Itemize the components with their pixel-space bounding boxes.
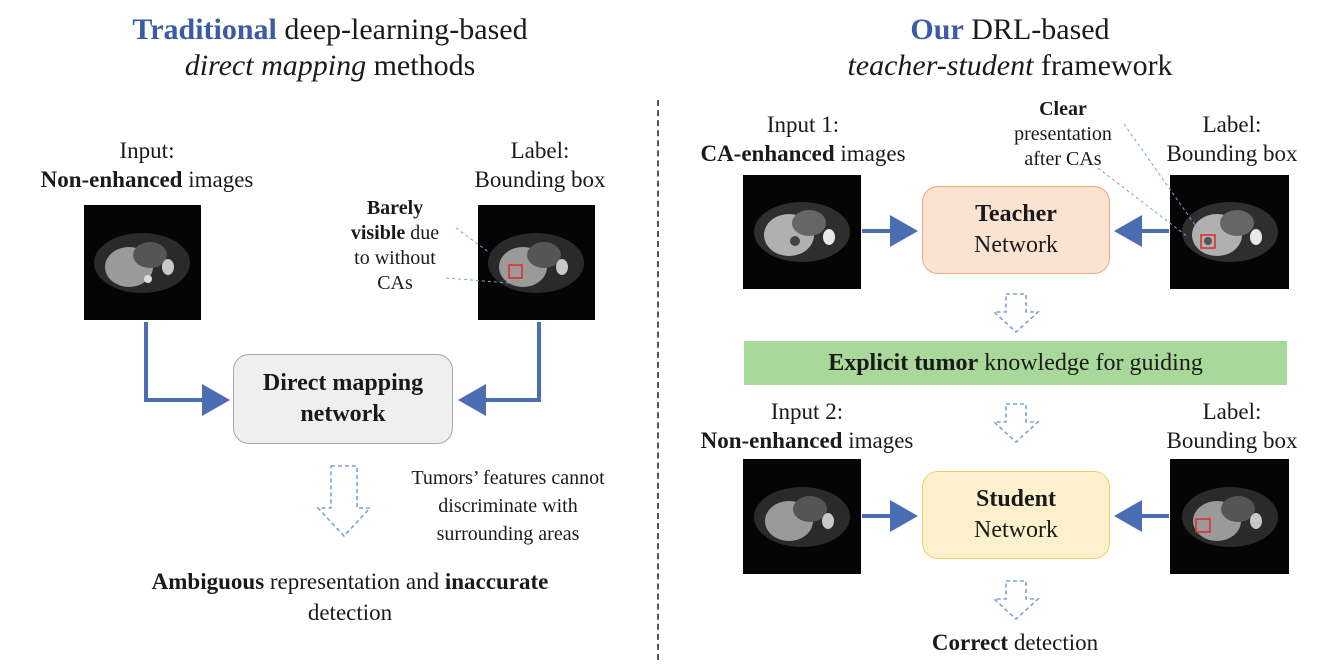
right-title-line2-rest: framework [1040, 49, 1173, 82]
student-rest: Network [974, 517, 1058, 543]
panel-divider [657, 100, 659, 660]
left-label-caption: Label: Bounding box [430, 136, 650, 194]
teacher-bold: Teacher [975, 201, 1057, 227]
teacher-rest: Network [974, 232, 1058, 258]
features-line2: discriminate with [438, 495, 578, 517]
band-rest: knowledge for guiding [984, 349, 1203, 376]
direct-mapping-line2: network [300, 401, 386, 427]
student-down-hollow-arrow [991, 580, 1041, 621]
left-input-caption: Input: Non-enhanced images [2, 136, 292, 194]
input1-line1: Input 1: [766, 112, 840, 137]
teacher-label-scan-image [1170, 175, 1289, 289]
label2-caption: Label: Bounding box [1140, 397, 1324, 455]
direct-mapping-network-box: Direct mapping network [233, 354, 453, 444]
note-rest2: due [410, 222, 440, 244]
input-to-mapping-arrow [144, 322, 230, 416]
note-line3: to without [354, 247, 436, 269]
clear-presentation-note: Clear presentation after CAs [1000, 97, 1126, 172]
input1-bold: CA-enhanced [700, 141, 835, 166]
student-bold: Student [975, 486, 1057, 512]
input1-caption: Input 1: CA-enhanced images [668, 110, 938, 168]
student-label-scan-image [1170, 459, 1289, 574]
right-result: Correct detection [840, 628, 1190, 657]
label2-line1: Label: [1202, 399, 1262, 424]
input2-bold: Non-enhanced [700, 428, 843, 453]
label1-line2: Bounding box [1166, 141, 1298, 166]
student-network-box: Student Network [922, 471, 1110, 559]
left-result-bold1: Ambiguous [151, 569, 265, 594]
clear-pointer-line2 [1097, 167, 1189, 238]
right-result-bold: Correct [931, 630, 1009, 655]
note-pointer-line1 [455, 227, 491, 254]
teacher-network-box: Teacher Network [922, 186, 1110, 274]
label1-caption: Label: Bounding box [1140, 110, 1324, 168]
band-down-hollow-arrow [991, 403, 1041, 444]
teacher-down-hollow-arrow [991, 293, 1041, 334]
left-result-mid: representation and [269, 569, 440, 594]
non-enhanced-scan-image-2 [743, 459, 861, 574]
direct-mapping-line1: Direct mapping [262, 370, 424, 396]
features-line1: Tumors’ features cannot [411, 467, 605, 489]
label1-line1: Label: [1202, 112, 1262, 137]
note-bold1: Barely [366, 197, 424, 219]
right-title-italic: teacher-student [847, 49, 1034, 82]
left-result: Ambiguous representation and inaccurate … [70, 566, 630, 628]
band-bold: Explicit tumor [828, 349, 979, 376]
features-note: Tumors’ features cannot discriminate wit… [378, 464, 638, 548]
non-enhanced-scan-image [84, 205, 201, 320]
right-title-rest: DRL-based [971, 13, 1110, 46]
input2-rest: images [848, 428, 914, 453]
note-bold2: visible [350, 222, 406, 244]
left-title-rest: deep-learning-based [284, 13, 528, 46]
input2-line1: Input 2: [770, 399, 844, 424]
left-result-line2: detection [307, 600, 393, 625]
left-title-accent: Traditional [132, 13, 277, 46]
ca-enhanced-scan-image [743, 175, 861, 289]
left-title: Traditional deep-learning-based direct m… [20, 12, 640, 84]
clear-pointer-line1 [1123, 123, 1201, 233]
note-line4: CAs [377, 272, 413, 294]
note-pointer-line2 [445, 277, 510, 284]
input2-caption: Input 2: Non-enhanced images [668, 397, 946, 455]
left-label-scan-image [478, 205, 595, 320]
right-title: Our DRL-based teacher-student framework [700, 12, 1320, 84]
left-input-rest: images [188, 167, 254, 192]
left-input-bold: Non-enhanced [40, 167, 183, 192]
left-input-line1: Input: [119, 138, 175, 163]
clear-line2: presentation [1014, 123, 1112, 145]
right-title-accent: Our [910, 13, 964, 46]
features-line3: surrounding areas [436, 523, 580, 545]
left-label-line2: Bounding box [474, 167, 606, 192]
clear-line3: after CAs [1024, 148, 1102, 170]
left-result-bold2: inaccurate [444, 569, 549, 594]
label-to-mapping-arrow [458, 322, 541, 416]
right-result-rest: detection [1013, 630, 1099, 655]
barely-visible-note: Barely visible due to without CAs [325, 196, 465, 296]
left-title-line2-rest: methods [373, 49, 476, 82]
left-down-hollow-arrow [316, 465, 372, 538]
clear-bold: Clear [1039, 98, 1087, 120]
input1-rest: images [840, 141, 906, 166]
explicit-tumor-knowledge-band: Explicit tumor knowledge for guiding [744, 341, 1287, 385]
left-title-italic: direct mapping [184, 49, 367, 82]
left-label-line1: Label: [510, 138, 570, 163]
label2-line2: Bounding box [1166, 428, 1298, 453]
